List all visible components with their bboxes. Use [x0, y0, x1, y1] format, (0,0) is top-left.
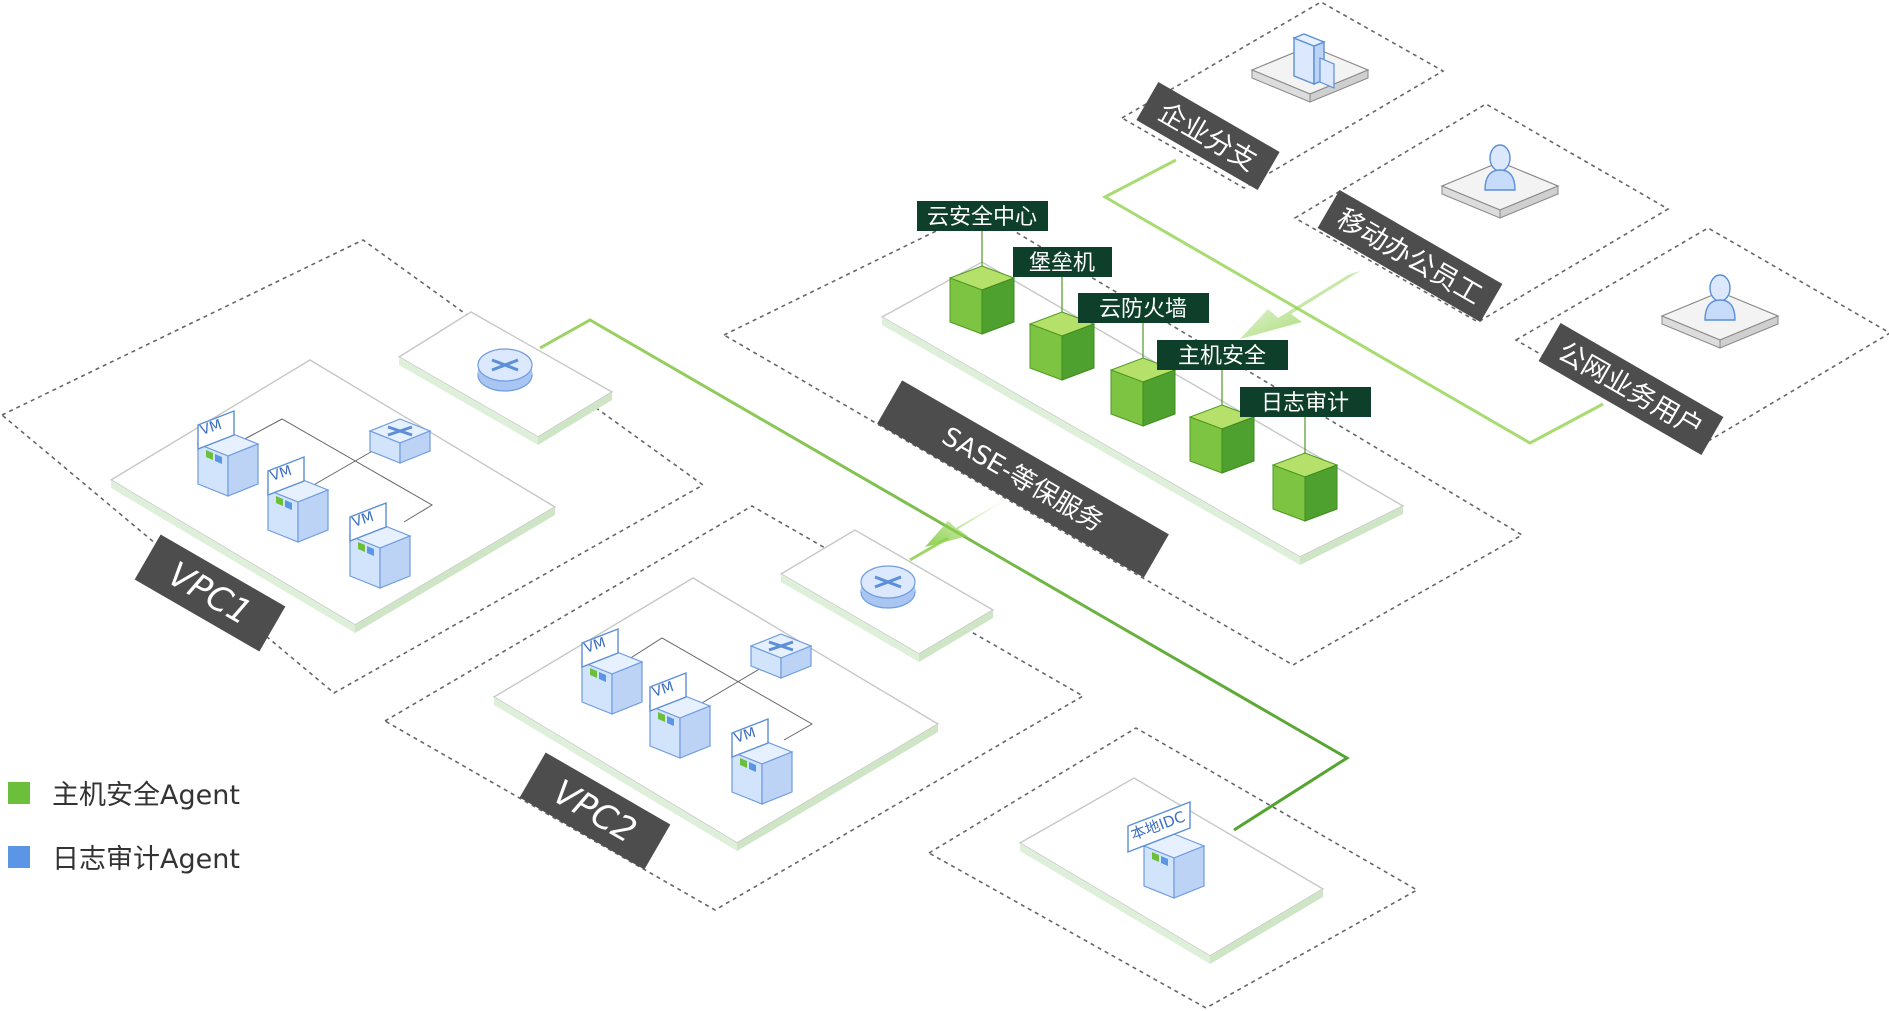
vpc2-router-icon	[859, 564, 917, 610]
service-cloud-security-center: 云安全中心	[917, 201, 1048, 335]
mobile-zone-boundary	[1293, 103, 1670, 323]
public-user-label-text: 公网业务用户	[1552, 336, 1708, 444]
legend-item-host-security: 主机安全Agent	[8, 773, 240, 812]
vpc1-vm-3: VM	[349, 502, 411, 589]
vpc2-vm-3: VM	[731, 718, 793, 805]
idc-zone-boundary	[927, 727, 1419, 1009]
branch-zone-boundary	[1120, 1, 1445, 189]
branch-building-icon	[1250, 33, 1370, 103]
public-user-icon	[1661, 274, 1779, 349]
vm-tag-label: VM	[732, 725, 758, 747]
vpc1-zone-boundary	[0, 239, 705, 694]
vpc1-vm-1: VM	[197, 410, 259, 497]
branch-link	[1101, 158, 1604, 445]
service-log-audit: 日志审计	[1240, 387, 1371, 522]
service-label: 主机安全	[1178, 344, 1266, 369]
vpc1-router-icon	[476, 347, 534, 393]
vpc1-vm-2: VM	[267, 456, 329, 543]
vpc2-vm-1: VM	[581, 628, 643, 715]
service-label: 堡垒机	[1029, 251, 1095, 276]
vpc2-vm-2: VM	[649, 672, 711, 759]
legend-swatch-blue	[8, 845, 30, 868]
service-label: 云防火墙	[1099, 297, 1187, 322]
branch-label: 企业分支	[1136, 81, 1280, 191]
vm-tag-label: VM	[350, 509, 376, 531]
legend-item-log-audit: 日志审计Agent	[8, 837, 240, 876]
legend-swatch-green	[8, 781, 30, 804]
service-bastion-host: 堡垒机	[1013, 247, 1112, 381]
mobile-label-text: 移动办公员工	[1331, 203, 1487, 311]
service-label: 云安全中心	[927, 205, 1037, 230]
vm-tag-label: VM	[650, 679, 676, 701]
legend-label: 日志审计Agent	[52, 844, 240, 875]
vm-tag-label: VM	[268, 463, 294, 485]
vm-tag-label: VM	[198, 417, 224, 439]
mobile-label: 移动办公员工	[1317, 189, 1503, 323]
mobile-employee-icon	[1441, 144, 1559, 219]
service-label: 日志审计	[1261, 391, 1349, 416]
public-user-label: 公网业务用户	[1538, 322, 1724, 456]
service-host-security: 主机安全	[1157, 340, 1288, 474]
legend-label: 主机安全Agent	[52, 780, 240, 811]
inbound-arrow	[1240, 271, 1360, 339]
vpc2-wiring	[617, 637, 814, 741]
service-cloud-firewall: 云防火墙	[1078, 293, 1209, 427]
outbound-arrow	[925, 500, 1006, 547]
vm-tag-label: VM	[582, 635, 608, 657]
vpc2-zone-boundary	[383, 505, 1085, 911]
vpc1-link	[539, 318, 1350, 832]
